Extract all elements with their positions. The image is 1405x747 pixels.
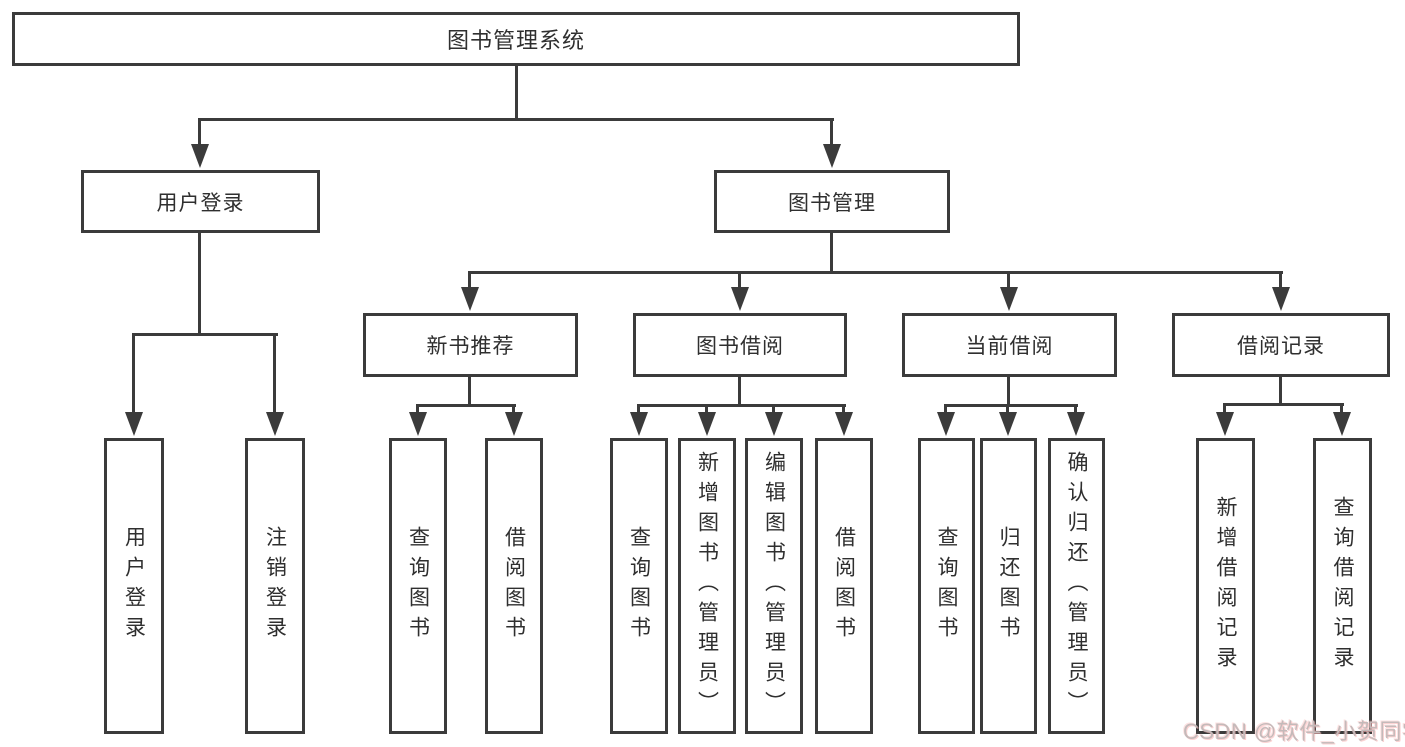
leaf-br-add-record: 新增借阅记录 bbox=[1196, 438, 1255, 734]
connector-line bbox=[468, 271, 1283, 274]
connector-line bbox=[842, 406, 845, 414]
arrow-head bbox=[1272, 287, 1290, 311]
arrow-head bbox=[1333, 412, 1351, 436]
connector-line bbox=[416, 404, 516, 407]
leaf-logout-login: 注销登录 bbox=[245, 438, 305, 734]
node-root: 图书管理系统 bbox=[12, 12, 1020, 66]
connector-line bbox=[1340, 405, 1343, 414]
node-new-book-recommend: 新书推荐 bbox=[363, 313, 578, 377]
arrow-head bbox=[461, 287, 479, 311]
arrow-head bbox=[191, 144, 209, 168]
connector-line bbox=[515, 66, 518, 120]
connector-line bbox=[637, 404, 846, 407]
connector-line bbox=[944, 404, 1078, 407]
node-book-management: 图书管理 bbox=[714, 170, 950, 233]
arrow-head bbox=[698, 412, 716, 436]
connector-line bbox=[1007, 377, 1010, 406]
leaf-cb-confirm-return: 确认归还（管理员） bbox=[1048, 438, 1105, 734]
leaf-user-login: 用户登录 bbox=[104, 438, 164, 734]
connector-line bbox=[198, 233, 201, 335]
connector-line bbox=[273, 335, 276, 413]
leaf-bb-add-books: 新增图书（管理员） bbox=[678, 438, 736, 734]
connector-line bbox=[1279, 273, 1282, 288]
connector-line bbox=[1223, 405, 1226, 414]
arrow-head bbox=[835, 412, 853, 436]
arrow-head bbox=[505, 412, 523, 436]
node-book-borrow: 图书借阅 bbox=[633, 313, 847, 377]
arrow-head bbox=[125, 412, 143, 436]
connector-line bbox=[830, 120, 833, 148]
connector-line bbox=[132, 333, 278, 336]
connector-line bbox=[1223, 403, 1344, 406]
connector-line bbox=[468, 273, 471, 288]
connector-line bbox=[198, 118, 834, 121]
leaf-bb-query-books: 查询图书 bbox=[610, 438, 668, 734]
arrow-head bbox=[765, 412, 783, 436]
node-current-borrow: 当前借阅 bbox=[902, 313, 1117, 377]
connector-line bbox=[637, 406, 640, 414]
leaf-br-query-record: 查询借阅记录 bbox=[1313, 438, 1372, 734]
arrow-head bbox=[823, 144, 841, 168]
arrow-head bbox=[630, 412, 648, 436]
arrow-head bbox=[409, 412, 427, 436]
node-user-login: 用户登录 bbox=[81, 170, 320, 233]
connector-line bbox=[132, 335, 135, 413]
leaf-bb-edit-books: 编辑图书（管理员） bbox=[745, 438, 803, 734]
arrow-head bbox=[266, 412, 284, 436]
leaf-bb-borrow-books: 借阅图书 bbox=[815, 438, 873, 734]
connector-line bbox=[738, 377, 741, 406]
csdn-watermark: CSDN @软件_小贺同学 bbox=[1183, 719, 1405, 744]
arrow-head bbox=[937, 412, 955, 436]
connector-line bbox=[1007, 273, 1010, 288]
connector-line bbox=[1074, 406, 1077, 414]
connector-line bbox=[198, 120, 201, 148]
leaf-nb-query-books: 查询图书 bbox=[389, 438, 447, 734]
connector-line bbox=[830, 233, 833, 273]
arrow-head bbox=[1216, 412, 1234, 436]
node-borrow-records: 借阅记录 bbox=[1172, 313, 1390, 377]
connector-line bbox=[772, 406, 775, 414]
connector-line bbox=[512, 406, 515, 414]
connector-line bbox=[738, 273, 741, 288]
connector-line bbox=[944, 406, 947, 414]
arrow-head bbox=[1067, 412, 1085, 436]
leaf-cb-return-books: 归还图书 bbox=[980, 438, 1037, 734]
connector-line bbox=[705, 406, 708, 414]
leaf-nb-borrow-books: 借阅图书 bbox=[485, 438, 543, 734]
connector-line bbox=[1006, 406, 1009, 414]
arrow-head bbox=[731, 287, 749, 311]
arrow-head bbox=[999, 412, 1017, 436]
connector-line bbox=[1279, 377, 1282, 405]
leaf-cb-query-books: 查询图书 bbox=[918, 438, 975, 734]
connector-line bbox=[468, 377, 471, 406]
arrow-head bbox=[1000, 287, 1018, 311]
connector-line bbox=[416, 406, 419, 414]
